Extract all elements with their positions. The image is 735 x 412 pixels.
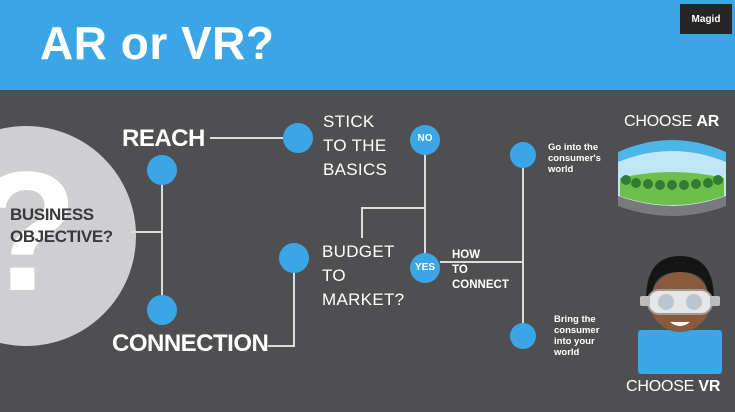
vr-headset-person-icon bbox=[638, 256, 722, 374]
reach-node bbox=[147, 155, 177, 185]
connector-lines bbox=[130, 137, 524, 347]
connection-label: CONNECTION bbox=[112, 330, 269, 357]
connector-connection-budget bbox=[268, 258, 295, 347]
go-into-label: Go into the consumer's world bbox=[548, 142, 601, 175]
how-to-connect-label: HOW TO CONNECT bbox=[452, 249, 509, 291]
yes-badge: YES bbox=[414, 262, 435, 273]
ar-panorama-icon bbox=[618, 140, 726, 216]
no-node bbox=[410, 125, 440, 155]
no-badge: NO bbox=[417, 133, 433, 144]
stick-node bbox=[283, 123, 313, 153]
business-objective-label: BUSINESS OBJECTIVE? bbox=[10, 205, 113, 246]
logo: Magid bbox=[680, 4, 732, 34]
nodes bbox=[147, 123, 536, 349]
choose-vr-label: CHOOSE VR bbox=[626, 378, 721, 395]
budget-to-market-label: BUDGET TO MARKET? bbox=[322, 242, 405, 309]
go-into-node bbox=[510, 142, 536, 168]
connector-budget-vertical bbox=[361, 207, 425, 238]
question-mark-icon: ? bbox=[0, 137, 78, 327]
stick-to-basics-label: STICK TO THE BASICS bbox=[323, 112, 388, 179]
business-circle bbox=[0, 126, 136, 346]
bring-node bbox=[510, 323, 536, 349]
reach-label: REACH bbox=[122, 125, 205, 152]
bring-consumer-label: Bring the consumer into your world bbox=[554, 314, 600, 358]
yes-node bbox=[410, 253, 440, 283]
header-bar: AR or VR? Magid bbox=[0, 0, 735, 90]
choose-ar-label: CHOOSE AR bbox=[624, 113, 720, 130]
budget-node bbox=[279, 243, 309, 273]
page-title: AR or VR? bbox=[40, 17, 275, 69]
connection-node bbox=[147, 295, 177, 325]
